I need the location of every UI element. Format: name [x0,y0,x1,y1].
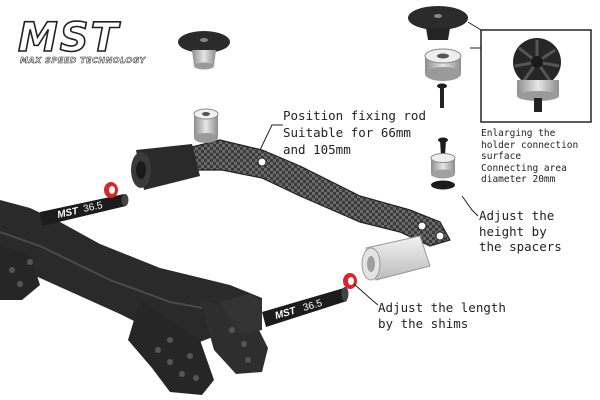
shim-left [104,182,118,198]
annotation-length-shims: Adjust the length by the shims [378,300,506,331]
spacer-top [424,48,462,81]
post-left-brand: MST [56,206,80,221]
detail-inset [480,29,592,123]
holder-left [131,108,219,190]
shim-right [343,273,357,289]
annotation-holder-connection: Enlarging the holder connection surface … [481,128,579,185]
mst-logo: MST MAX SPEED TECHNOLOGY [17,15,158,66]
body-post-left [40,194,129,226]
logo-tagline: MAX SPEED TECHNOLOGY [20,56,146,66]
logo-wordmark: MST [17,15,120,61]
annotation-fixing-rod: Position fixing rod Suitable for 66mm an… [283,108,426,157]
body-mount-frame [0,200,268,395]
body-post-right [262,287,349,327]
annotation-height-spacers: Adjust the height by the spacers [479,208,562,254]
holder-right-clear [361,235,431,281]
post-left-value: 36.5 [82,200,104,215]
holder-cap-left [178,31,230,70]
spacer-stack [430,137,456,190]
post-right-value: 36.5 [302,298,324,314]
leader-lines [259,21,482,306]
screw [437,83,447,108]
holder-cap-right [408,6,468,40]
